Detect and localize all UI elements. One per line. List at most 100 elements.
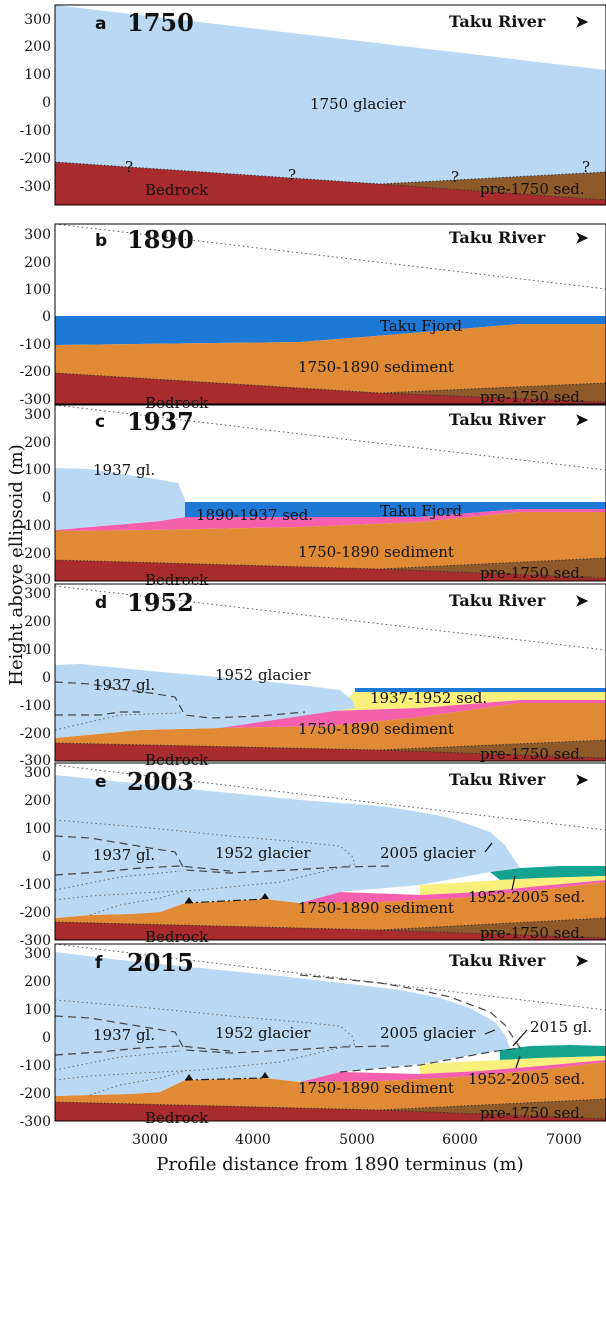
panel-f-letter: f bbox=[95, 953, 103, 973]
sed-1890-1937-area bbox=[300, 1060, 606, 1082]
y-tick: 0 bbox=[42, 490, 51, 506]
y-tick: -300 bbox=[20, 392, 51, 408]
y-tick: 200 bbox=[24, 974, 51, 990]
pre1750-boundary-line bbox=[379, 917, 606, 931]
y-tick: -300 bbox=[20, 179, 51, 195]
panel-b-year: 1890 bbox=[127, 225, 194, 254]
glacier-2005-label: 2005 glacier bbox=[380, 1024, 476, 1042]
y-tick-labels-f: 300 200 100 0 -100 -200 -300 bbox=[20, 946, 51, 1130]
taku-river-label: Taku River bbox=[449, 228, 546, 247]
arrow-icon: ➤ bbox=[575, 410, 589, 429]
taku-fjord-label: Taku Fjord bbox=[380, 502, 463, 520]
glacier-1937-area bbox=[55, 468, 185, 530]
leader-line bbox=[484, 1029, 496, 1035]
glacier-2015-area bbox=[55, 952, 510, 1096]
y-tick: 300 bbox=[24, 586, 51, 602]
y-tick: 0 bbox=[42, 670, 51, 686]
y-tick: 200 bbox=[24, 614, 51, 630]
y-tick: 100 bbox=[24, 642, 51, 658]
y-tick: 200 bbox=[24, 435, 51, 451]
glacier-1952-label: 1952 glacier bbox=[215, 666, 311, 684]
panel-a: a 1750 Taku River ➤ 1750 glacier Bedrock… bbox=[20, 4, 606, 206]
y-tick: -100 bbox=[20, 1058, 51, 1074]
panel-b: b 1890 Taku River ➤ Taku Fjord 1750-1890… bbox=[20, 223, 606, 412]
y-tick-labels-b: 300 200 100 0 -100 -200 -300 bbox=[20, 227, 51, 408]
y-tick: -100 bbox=[20, 123, 51, 139]
y-tick: 200 bbox=[24, 255, 51, 271]
panel-d-letter: d bbox=[95, 593, 107, 613]
y-tick: -300 bbox=[20, 933, 51, 949]
y-tick: -200 bbox=[20, 546, 51, 562]
panel-a-frame bbox=[54, 4, 606, 206]
sediment-1750-1890-label: 1750-1890 sediment bbox=[298, 358, 454, 376]
sed-1952-2005-area bbox=[500, 1045, 606, 1060]
panel-f-frame bbox=[54, 943, 606, 1122]
y-tick: 100 bbox=[24, 1002, 51, 1018]
bedrock-label: Bedrock bbox=[145, 751, 209, 769]
y-tick-labels-d: 300 200 100 0 -100 -200 -300 bbox=[20, 586, 51, 769]
taku-river-label: Taku River bbox=[449, 591, 546, 610]
y-tick: -100 bbox=[20, 877, 51, 893]
marker-triangle bbox=[185, 1074, 193, 1080]
pre1750-label: pre-1750 sed. bbox=[480, 745, 585, 763]
y-tick-labels-c: 300 200 100 0 -100 -200 -300 bbox=[20, 407, 51, 588]
sed-1937-1952-area bbox=[420, 1056, 606, 1074]
glacier-1952-outline bbox=[55, 999, 356, 1081]
bedrock-area bbox=[55, 743, 606, 761]
y-tick-labels-a: 300 200 100 0 -100 -200 -300 bbox=[20, 12, 51, 195]
pre1750-label: pre-1750 sed. bbox=[480, 388, 585, 406]
y-tick: -100 bbox=[20, 518, 51, 534]
fjord-area bbox=[355, 688, 606, 692]
tidewater-terminus-line bbox=[184, 898, 266, 904]
glacier-1952-label: 1952 glacier bbox=[215, 844, 311, 862]
pre1750-boundary-line bbox=[379, 739, 606, 751]
y-tick: -200 bbox=[20, 364, 51, 380]
glacier-2005-label: 2005 glacier bbox=[380, 844, 476, 862]
fjord-area bbox=[185, 502, 606, 517]
y-tick: -200 bbox=[20, 726, 51, 742]
x-tick: 5000 bbox=[339, 1132, 375, 1148]
bedrock-area bbox=[55, 373, 606, 404]
sediment-1750-1890-label: 1750-1890 sediment bbox=[298, 899, 454, 917]
sediment-1750-1890-label: 1750-1890 sediment bbox=[298, 1079, 454, 1097]
panel-e-year: 2003 bbox=[127, 767, 194, 796]
pre1750-label: pre-1750 sed. bbox=[480, 564, 585, 582]
y-tick: -300 bbox=[20, 753, 51, 769]
bedrock-area bbox=[55, 1102, 606, 1121]
bedrock-area bbox=[55, 162, 606, 205]
y-tick: -200 bbox=[20, 1086, 51, 1102]
question-mark-4: ? bbox=[582, 158, 590, 176]
panel-c-frame bbox=[54, 404, 606, 582]
bedrock-area bbox=[55, 560, 606, 581]
y-tick-labels-e: 300 200 100 0 -100 -200 -300 bbox=[20, 765, 51, 949]
glacier-1937-outline bbox=[55, 1015, 391, 1056]
y-tick: 0 bbox=[42, 95, 51, 111]
glacier-1937-label: 1937 gl. bbox=[93, 1026, 155, 1044]
y-tick: -300 bbox=[20, 1114, 51, 1130]
panel-e: e 2003 Taku River ➤ 1937 gl. 1952 glacie… bbox=[20, 762, 606, 949]
question-mark-3: ? bbox=[451, 168, 459, 186]
x-axis-label: Profile distance from 1890 terminus (m) bbox=[156, 1154, 523, 1175]
glacier-1937-label: 1937 gl. bbox=[93, 461, 155, 479]
panel-c-letter: c bbox=[95, 412, 105, 432]
y-tick: 300 bbox=[24, 227, 51, 243]
glacier-1937-label: 1937 gl. bbox=[93, 846, 155, 864]
y-tick: 100 bbox=[24, 282, 51, 298]
sed-1952-2005-area bbox=[490, 866, 606, 880]
y-tick: 300 bbox=[24, 12, 51, 28]
y-tick: 200 bbox=[24, 39, 51, 55]
glacier-1952-label: 1952 glacier bbox=[215, 1024, 311, 1042]
panel-b-letter: b bbox=[95, 231, 107, 251]
y-tick: 300 bbox=[24, 765, 51, 781]
panel-d-frame bbox=[54, 583, 606, 762]
panel-a-year: 1750 bbox=[127, 8, 194, 37]
bedrock-label: Bedrock bbox=[145, 571, 209, 589]
fjord-area bbox=[55, 316, 606, 345]
taku-river-label: Taku River bbox=[449, 12, 546, 31]
glacier-2015-label: 2015 gl. bbox=[530, 1018, 592, 1036]
y-tick: 200 bbox=[24, 793, 51, 809]
x-tick: 3000 bbox=[132, 1132, 168, 1148]
panel-c-year: 1937 bbox=[127, 407, 194, 436]
y-axis-label: Height above ellipsoid (m) bbox=[6, 444, 27, 685]
